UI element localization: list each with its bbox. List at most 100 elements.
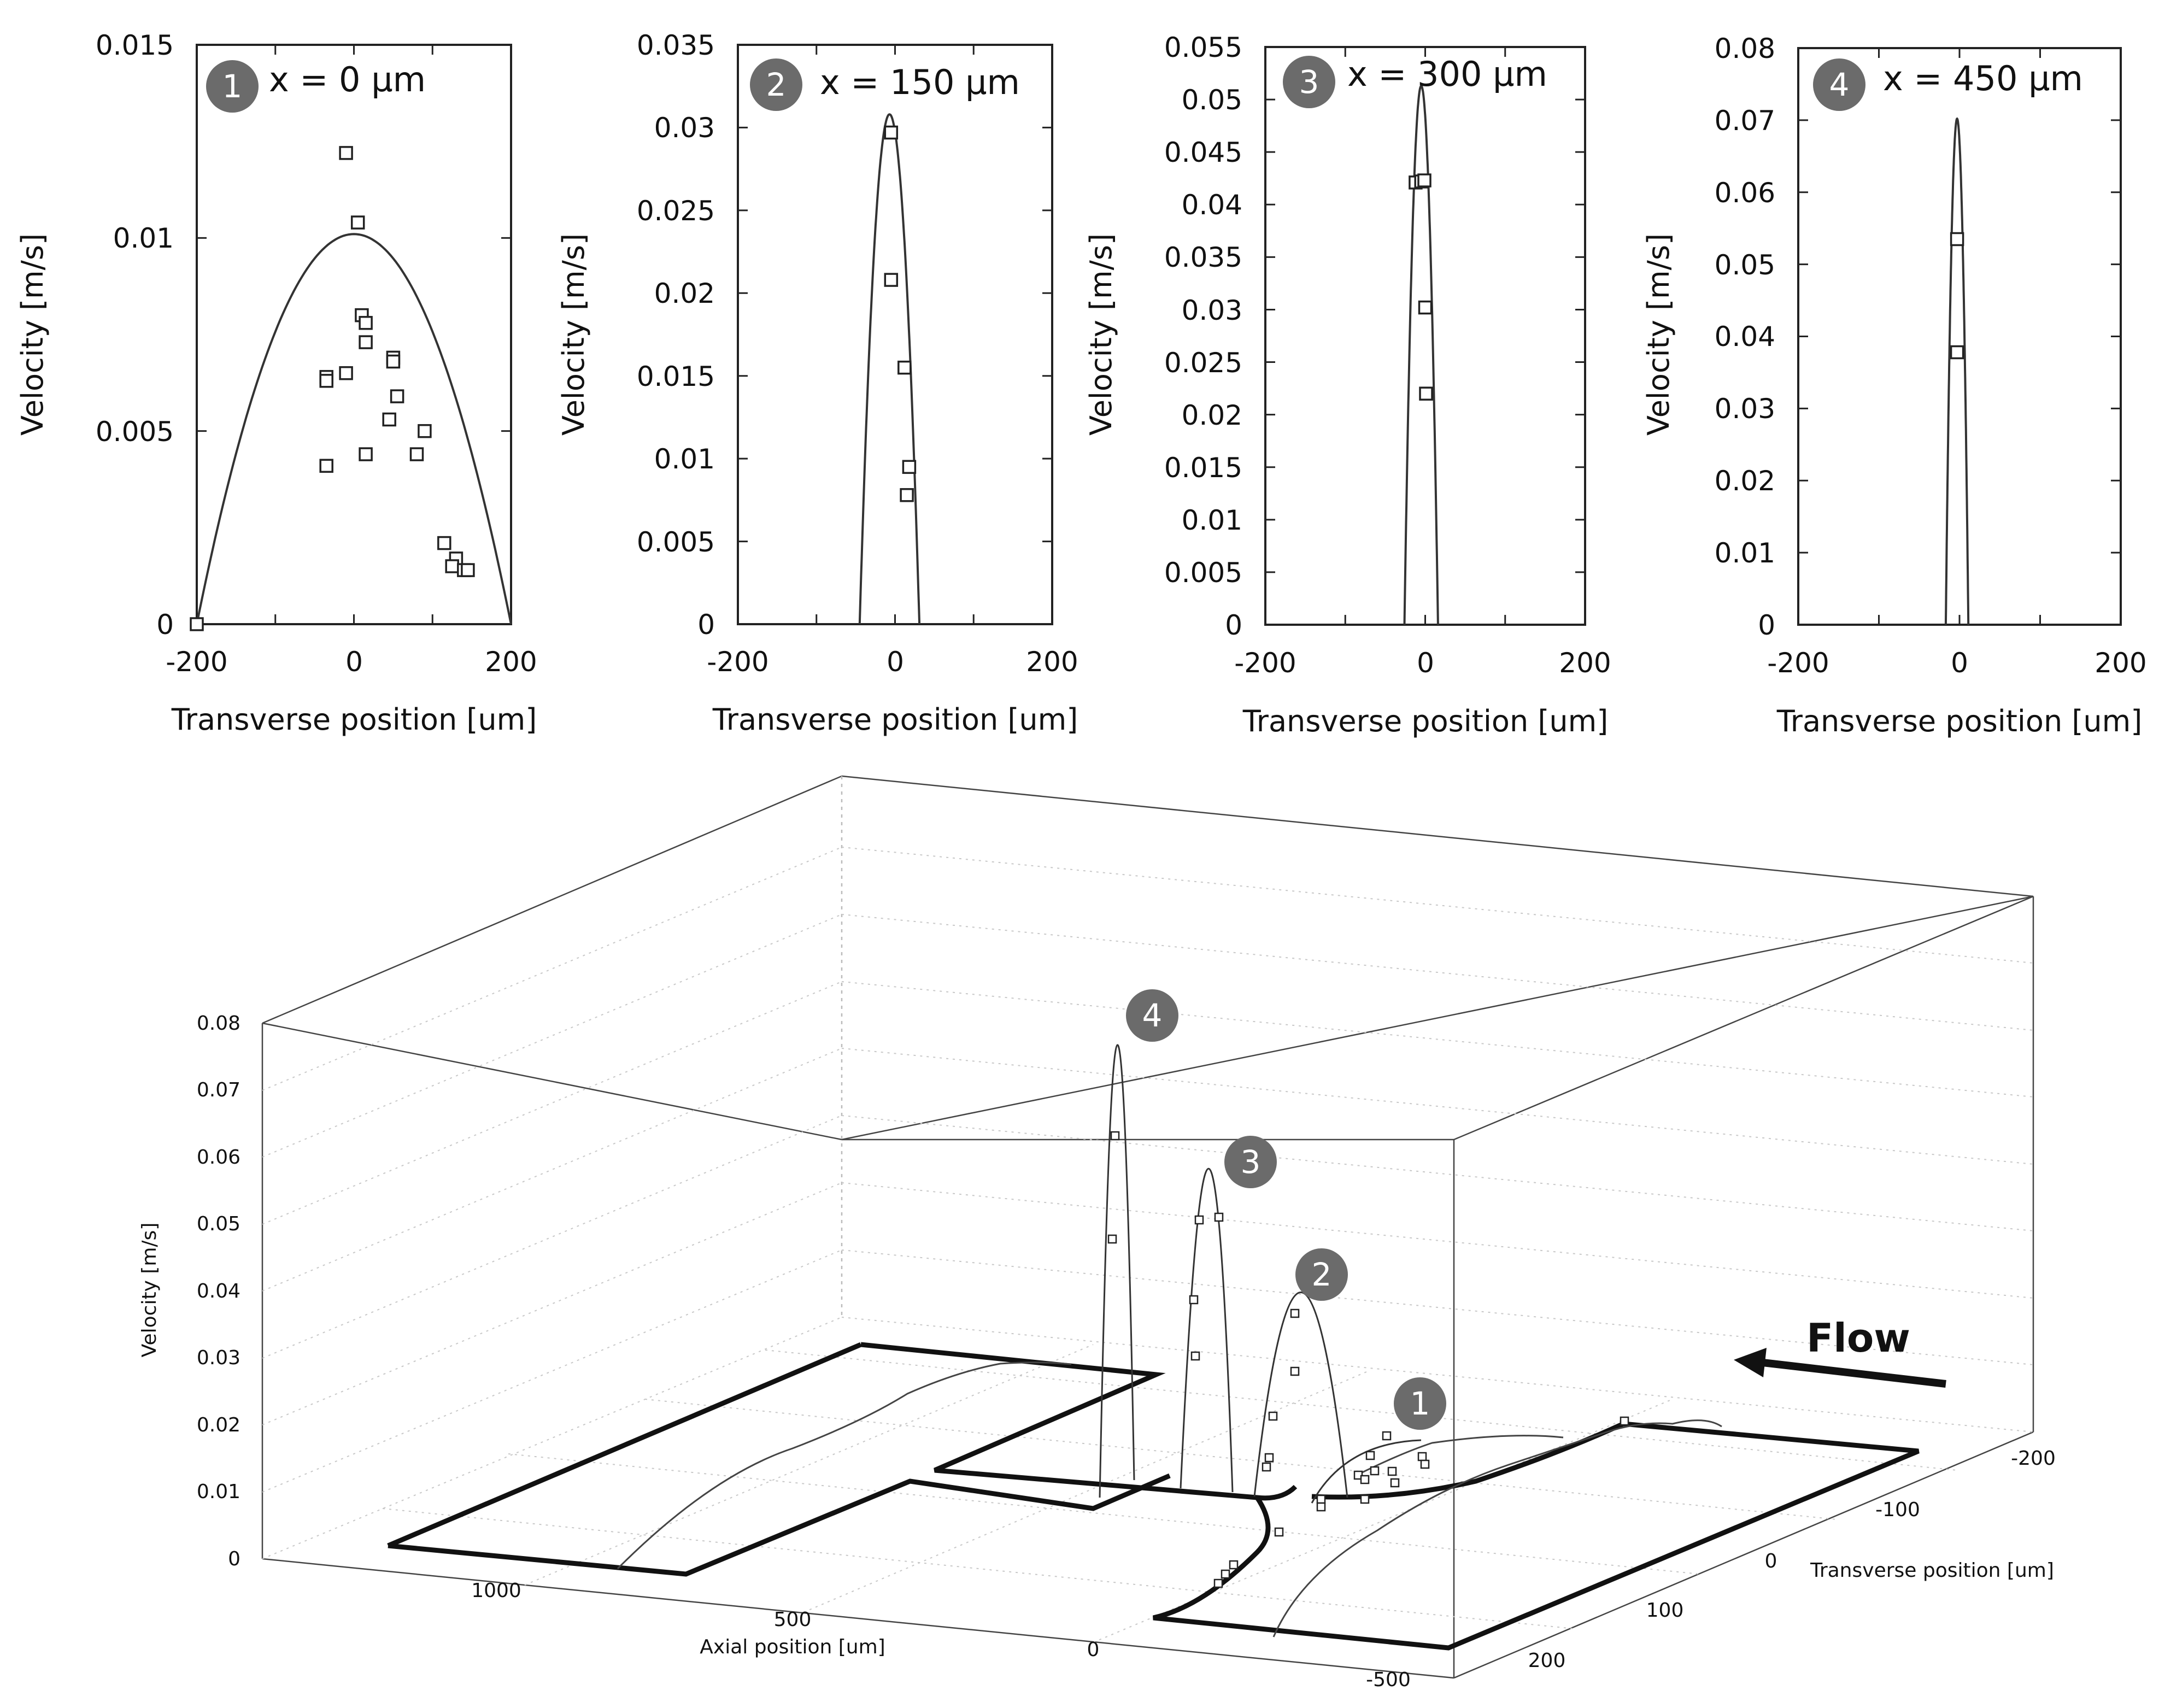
y-tick-label: 0 — [697, 609, 715, 641]
data-point — [1221, 1569, 1230, 1579]
channel-outline — [387, 1342, 1920, 1651]
z-tick-label: 0.07 — [197, 1079, 240, 1101]
x-axis-label: Transverse position [um] — [1776, 704, 2143, 738]
y-tick-labels: 0 0.005 0.01 0.015 — [96, 30, 174, 641]
y-tick-labels: 0 0.005 0.01 0.015 0.02 0.025 0.03 0.035… — [1164, 32, 1242, 641]
y-tick-label: 0.005 — [637, 526, 715, 558]
data-point — [418, 424, 432, 438]
profile-3d-1 — [1213, 1416, 1629, 1588]
panel-badge-number: 1 — [222, 68, 243, 105]
profile-3d-points — [1262, 1308, 1300, 1472]
data-point — [1365, 1451, 1375, 1460]
profile-curve — [196, 233, 512, 625]
profile-3d-3 — [1180, 1168, 1234, 1493]
y-tick-label: 0.03 — [1715, 393, 1775, 425]
profile-3d-4 — [1099, 1044, 1135, 1498]
axial-tick-label: 0 — [1087, 1639, 1100, 1661]
x-tick-label: 0 — [1951, 647, 1968, 679]
data-point — [350, 215, 365, 230]
y-tick-label: 0.05 — [1182, 84, 1242, 116]
data-point — [1290, 1366, 1300, 1376]
data-point — [884, 273, 899, 287]
transverse-tick-label: -100 — [1875, 1499, 1920, 1521]
panel-4: 0 0.01 0.02 0.03 0.04 0.05 0.06 0.07 0.0… — [1641, 33, 2147, 738]
data-point — [1110, 1131, 1120, 1141]
flow-arrow — [1734, 1348, 1946, 1388]
transverse-axis-label: Transverse position [um] — [1810, 1559, 2054, 1582]
profile-badge-number: 4 — [1142, 997, 1163, 1034]
axial-tick-label: -500 — [1366, 1669, 1411, 1691]
data-point — [1360, 1494, 1370, 1504]
data-point — [1189, 1295, 1199, 1305]
plot-frame — [196, 44, 512, 625]
profile-curve — [1944, 117, 1970, 625]
x-axis-label: Transverse position [um] — [712, 702, 1078, 737]
data-point — [461, 563, 475, 577]
y-tick-label: 0.045 — [1164, 137, 1242, 168]
x-tick-label: 200 — [2095, 647, 2146, 679]
panel-badge — [206, 60, 259, 113]
measured-points — [1409, 173, 1433, 401]
profile-badge-2: 2 — [1295, 1248, 1348, 1301]
profile-badge-1: 1 — [1394, 1377, 1446, 1430]
x-tick-labels: -200 0 200 — [1234, 647, 1611, 679]
profile-badge-number: 3 — [1241, 1143, 1261, 1181]
tick-marks — [196, 44, 512, 625]
data-point — [1950, 232, 1964, 246]
y-tick-label: 0.015 — [1164, 452, 1242, 484]
z-tick-label: 0.08 — [197, 1012, 240, 1035]
y-tick-label: 0.07 — [1715, 105, 1775, 137]
panel-3: 0 0.005 0.01 0.015 0.02 0.025 0.03 0.035… — [1084, 32, 1611, 738]
data-point — [897, 360, 912, 375]
profile-badge-circle — [1295, 1248, 1348, 1301]
y-tick-label: 0.015 — [637, 361, 715, 392]
y-tick-label: 0.03 — [1182, 295, 1242, 326]
panel-title: x = 0 µm — [269, 60, 426, 99]
x-tick-label: 0 — [887, 646, 904, 678]
data-point — [1262, 1462, 1271, 1472]
data-point — [1268, 1411, 1278, 1421]
data-point — [390, 389, 404, 403]
x-axis-label: Transverse position [um] — [171, 702, 537, 737]
x-tick-label: 200 — [1026, 646, 1078, 678]
flow-label: Flow — [1806, 1315, 1910, 1361]
transverse-tick-label: 100 — [1646, 1599, 1684, 1622]
profile-curve — [858, 113, 921, 625]
x-axis-label: Transverse position [um] — [1242, 704, 1609, 738]
y-tick-label: 0.035 — [1164, 242, 1242, 273]
x-tick-label: 0 — [345, 646, 363, 678]
data-point — [1264, 1453, 1274, 1463]
tick-marks — [1797, 47, 2122, 626]
data-point — [359, 447, 373, 461]
transverse-tick-label: 200 — [1528, 1650, 1566, 1672]
data-point — [1382, 1431, 1392, 1441]
profile-badge-circle — [1224, 1136, 1277, 1188]
data-point — [437, 536, 451, 550]
panel-badge-number: 4 — [1829, 66, 1850, 103]
y-tick-label: 0.035 — [637, 30, 715, 61]
z-tick-label: 0.02 — [197, 1414, 240, 1436]
data-point — [386, 354, 401, 369]
channel-traces — [617, 1361, 1722, 1637]
x-tick-label: -200 — [1767, 647, 1829, 679]
y-tick-labels: 0 0.005 0.01 0.015 0.02 0.025 0.03 0.035 — [637, 30, 715, 641]
y-tick-label: 0.025 — [1164, 347, 1242, 379]
data-point — [1213, 1578, 1223, 1588]
profile-3d-points — [1213, 1416, 1629, 1588]
floor-grid — [262, 1317, 2034, 1643]
panel-badge-number: 2 — [766, 66, 787, 103]
x-tick-label: -200 — [707, 646, 768, 678]
profile-3d-points — [1189, 1212, 1224, 1361]
wall-grid — [262, 847, 2034, 1493]
data-point — [1417, 173, 1431, 187]
transverse-tick-label: -200 — [2011, 1447, 2056, 1470]
profile-badge-circle — [1126, 989, 1178, 1042]
x-tick-label: -200 — [166, 646, 227, 678]
z-tick-label: 0 — [228, 1548, 240, 1570]
y-tick-label: 0.01 — [113, 222, 174, 254]
data-point — [1316, 1494, 1326, 1504]
tick-marks — [1264, 46, 1586, 626]
z-tick-label: 0.06 — [197, 1146, 240, 1169]
data-point — [339, 366, 353, 380]
axial-tick-labels: 1000 500 0 -500 — [471, 1580, 1411, 1691]
